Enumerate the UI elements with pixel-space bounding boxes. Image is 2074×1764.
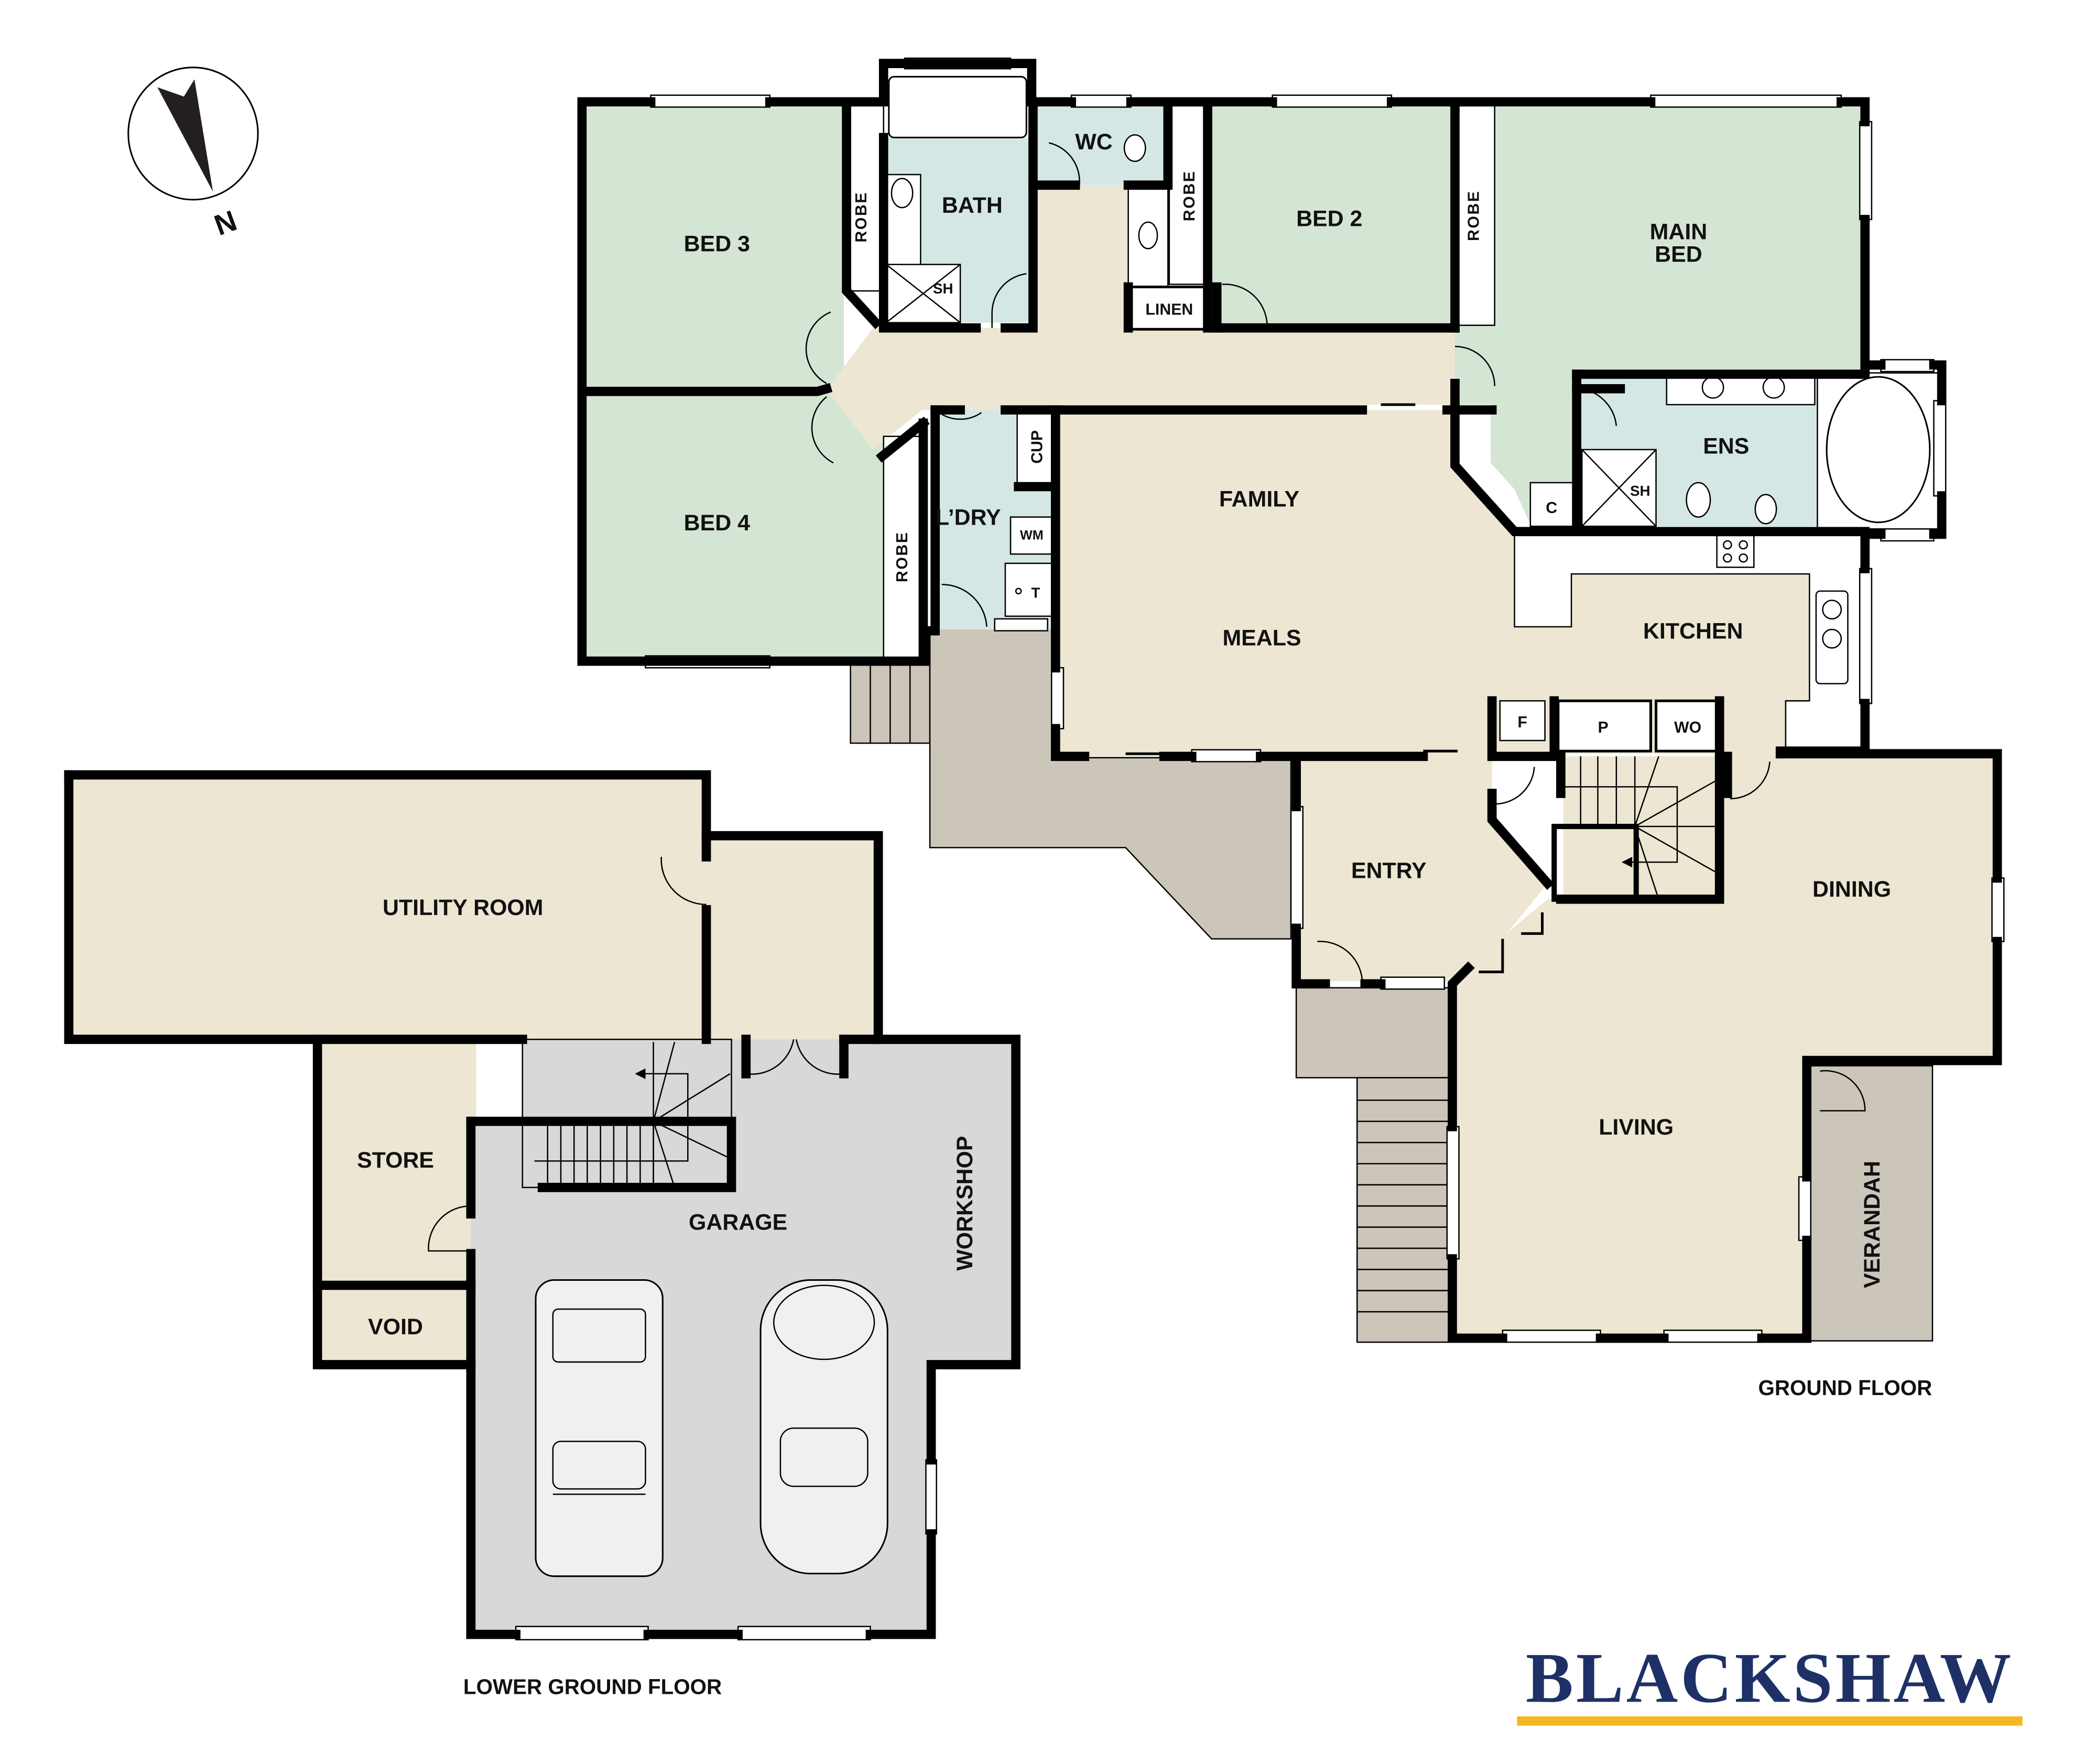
label-family: FAMILY bbox=[1219, 486, 1299, 511]
label-bath: BATH bbox=[942, 193, 1003, 218]
label-bath-shower: SH bbox=[933, 280, 953, 297]
label-kitchen: KITCHEN bbox=[1643, 619, 1743, 644]
basin-icon bbox=[1701, 376, 1724, 399]
label-store: STORE bbox=[357, 1148, 434, 1173]
label-linen: LINEN bbox=[1145, 301, 1193, 319]
basin-icon bbox=[1138, 221, 1158, 249]
bidet-icon bbox=[1754, 494, 1777, 525]
verandah-area bbox=[1806, 1065, 1934, 1342]
sliding-door-arrows bbox=[1125, 403, 1544, 974]
stair-arrow-icon bbox=[1621, 857, 1633, 868]
internal-stair bbox=[1563, 756, 1720, 899]
label-living: LIVING bbox=[1599, 1115, 1674, 1140]
bathtub-icon bbox=[888, 75, 1027, 138]
label-void: VOID bbox=[368, 1314, 423, 1340]
ground-floor-title: GROUND FLOOR bbox=[1758, 1376, 1932, 1400]
label-entry: ENTRY bbox=[1351, 858, 1427, 883]
label-wall-oven: WO bbox=[1674, 719, 1701, 736]
label-pantry: P bbox=[1598, 719, 1609, 736]
north-arrow-icon bbox=[157, 79, 213, 192]
compass: N bbox=[127, 67, 259, 242]
label-utility-room: UTILITY ROOM bbox=[383, 895, 543, 920]
compass-ring bbox=[127, 67, 259, 201]
basin-icon bbox=[891, 178, 914, 209]
car-2-icon bbox=[759, 1279, 888, 1575]
washing-machine bbox=[1009, 516, 1054, 555]
north-label: N bbox=[210, 204, 241, 242]
label-bed4: BED 4 bbox=[684, 510, 750, 536]
toilet-icon bbox=[1686, 482, 1711, 518]
label-robe-bed3: ROBE bbox=[853, 191, 870, 243]
agency-logo: BLACKSHAW bbox=[1517, 1639, 2023, 1726]
utility-room-area bbox=[69, 775, 878, 1040]
car-1-icon bbox=[535, 1279, 664, 1577]
basin-icon bbox=[1762, 376, 1785, 399]
label-robe-main: ROBE bbox=[1465, 190, 1482, 242]
ground-floor-walls bbox=[577, 59, 2002, 1343]
label-laundry: L’DRY bbox=[936, 505, 1001, 530]
label-main-bed-2: BED bbox=[1655, 242, 1702, 267]
label-meals: MEALS bbox=[1222, 625, 1301, 650]
lower-door-swings bbox=[428, 856, 844, 1252]
label-verandah: VERANDAH bbox=[1860, 1161, 1885, 1288]
label-workshop: WORKSHOP bbox=[952, 1136, 978, 1271]
label-tub: T bbox=[1031, 585, 1040, 601]
front-stairs bbox=[1356, 1077, 1451, 1343]
lower-ground-floor-title: LOWER GROUND FLOOR bbox=[463, 1674, 722, 1698]
ensuite-closet bbox=[1529, 482, 1575, 527]
logo-text: BLACKSHAW bbox=[1526, 1639, 2014, 1717]
side-steps-treads bbox=[870, 661, 911, 744]
label-robe-bed4: ROBE bbox=[894, 531, 911, 583]
main-bed-area bbox=[1454, 103, 1865, 525]
label-washing-machine: WM bbox=[1020, 528, 1044, 542]
lower-ground-floor bbox=[64, 770, 1020, 1641]
label-ensuite: ENS bbox=[1703, 433, 1749, 459]
fridge bbox=[1499, 700, 1546, 742]
cooktop-icon bbox=[1716, 535, 1755, 568]
entry-area bbox=[1299, 756, 1548, 982]
label-fridge: F bbox=[1517, 714, 1527, 731]
label-dining: DINING bbox=[1812, 877, 1891, 902]
entry-landing bbox=[1295, 987, 1451, 1079]
spa-bath-icon bbox=[1826, 376, 1931, 524]
room-labels: BED 3 BED 4 BED 2 MAIN BED BATH WC ENS F… bbox=[357, 129, 1932, 1698]
store-area bbox=[317, 1039, 476, 1365]
front-stairs-treads bbox=[1357, 1099, 1450, 1313]
label-bed2: BED 2 bbox=[1296, 206, 1362, 231]
family-meals-area bbox=[1058, 410, 1865, 757]
lower-floor-walls bbox=[64, 770, 1020, 1639]
label-bed3: BED 3 bbox=[684, 231, 750, 256]
label-ensuite-shower: SH bbox=[1630, 483, 1650, 499]
laundry-tub bbox=[1004, 562, 1054, 617]
label-closet: C bbox=[1546, 499, 1557, 517]
label-garage: GARAGE bbox=[689, 1210, 787, 1235]
stair-arrow-icon bbox=[635, 1068, 646, 1079]
label-robe-bed2: ROBE bbox=[1181, 170, 1198, 222]
label-cupboard: CUP bbox=[1029, 430, 1046, 464]
label-main-bed-1: MAIN bbox=[1650, 220, 1708, 245]
sink-icon bbox=[1815, 590, 1849, 684]
hallway-area bbox=[827, 185, 1455, 450]
bed4-area bbox=[582, 391, 884, 660]
door-swings bbox=[805, 142, 1866, 1112]
robe-main bbox=[1454, 105, 1495, 326]
bed3-area bbox=[582, 103, 844, 391]
toilet-icon bbox=[1123, 134, 1146, 162]
bed2-area bbox=[1211, 103, 1455, 328]
logo-underline bbox=[1517, 1716, 2023, 1726]
label-wc: WC bbox=[1075, 129, 1112, 155]
pantry bbox=[1557, 699, 1652, 753]
ground-floor bbox=[577, 57, 2005, 1343]
